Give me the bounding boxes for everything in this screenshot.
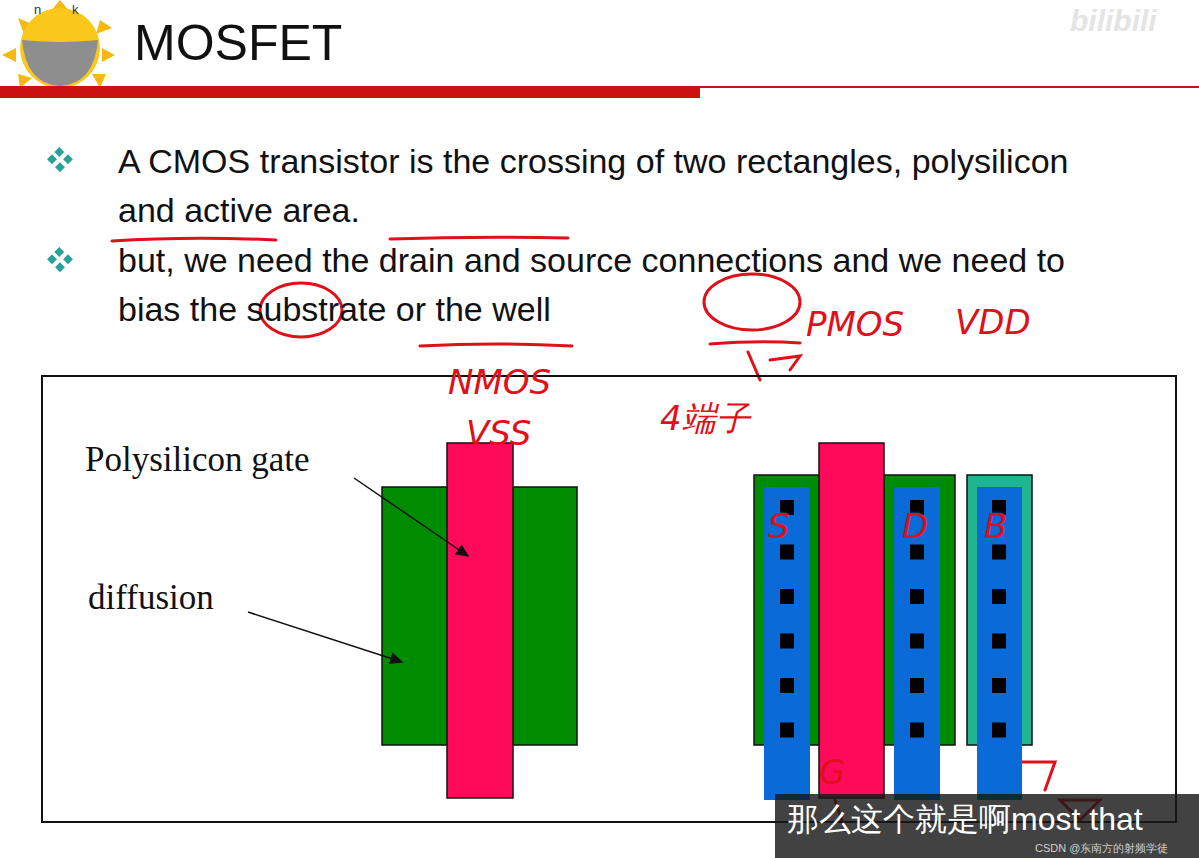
contacts [780,500,1006,738]
terminal-label: D [902,506,928,546]
terminal-label: G [819,752,845,792]
logo-sun [2,0,115,96]
hand-note: VSS [466,413,531,453]
metal-strip [764,487,810,800]
slide-title: MOSFET [134,14,342,72]
poly-gate [819,443,884,798]
figure-frame [42,376,1176,822]
hand-note: PMOS [806,304,904,344]
logo-letter: n [34,2,41,17]
metal-strip [977,487,1022,800]
leader-line [248,612,402,662]
terminal-label: B [984,506,1007,546]
bullet-text: A CMOS transistor is the crossing of two… [118,137,1118,235]
hand-note: VDD [955,302,1031,342]
hand-note: 4端子 [660,398,750,438]
subtitle-text: 那么这个就是啊most that [787,800,1143,838]
title-rule [700,86,1199,88]
hand-note: NMOS [448,362,551,402]
part-label: Polysilicon gate [85,440,310,480]
bullet-marks [47,147,73,272]
watermark: CSDN @东南方的射频学徒 [1035,842,1168,855]
part-label: diffusion [88,578,214,618]
logo-letter: k [72,2,79,17]
title-bar [0,86,700,98]
metal-strip [894,487,940,800]
watermark: bilibili [1070,4,1157,38]
terminal-label: S [768,506,790,546]
poly-gate [447,443,513,798]
leader-line [354,478,468,556]
